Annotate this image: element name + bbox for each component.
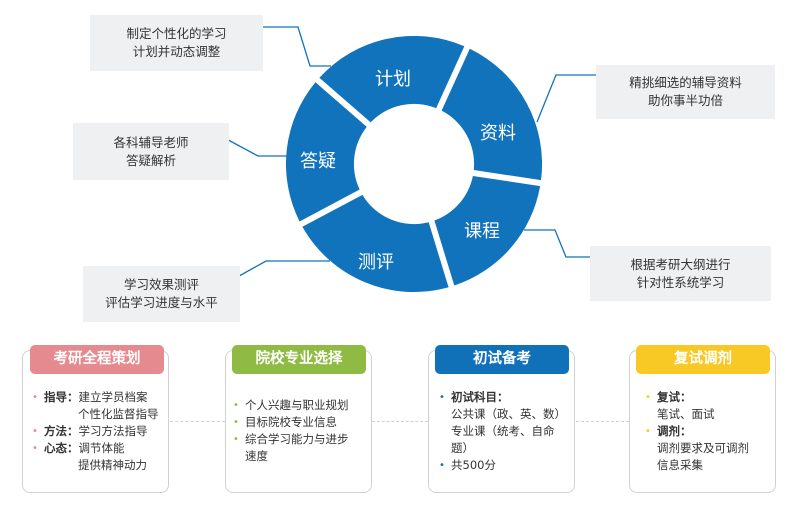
- callout-line: 制定个性化的学习: [126, 26, 227, 41]
- bullet-icon: •: [645, 392, 651, 403]
- card-title: 院校专业选择: [232, 345, 366, 374]
- item-key: 复试：: [657, 390, 692, 404]
- item-text: 建立学员档案: [78, 390, 148, 404]
- segment-label-eval: 测评: [358, 252, 394, 273]
- ring-segment-plan: [319, 35, 465, 123]
- callout-eval: 学习效果测评 评估学习进度与水平: [83, 266, 240, 322]
- callout-qa: 各科辅导老师 答疑解析: [73, 123, 229, 180]
- dashed-divider: [170, 421, 225, 422]
- callout-materials: 精挑细选的辅导资料 助你事半功倍: [596, 65, 775, 119]
- bullet-icon: •: [233, 434, 239, 445]
- bullet-icon: •: [32, 392, 38, 403]
- callout-line: 针对性系统学习: [636, 274, 725, 290]
- connector-course: [524, 229, 601, 258]
- connector-qa: [218, 134, 290, 157]
- item-text: 目标院校专业信息: [245, 415, 337, 429]
- callout-line: 答疑解析: [125, 152, 176, 168]
- item-text: 个性化监督指导: [78, 407, 159, 421]
- item-text: 个人兴趣与职业规划: [245, 398, 349, 412]
- connector-eval: [231, 260, 330, 281]
- item-key: 初试科目：: [451, 390, 509, 404]
- item-text: 题）: [451, 441, 474, 455]
- connector-materials: [536, 74, 608, 123]
- callout-line: 根据考研大纲进行: [630, 256, 731, 272]
- callout-plan: 制定个性化的学习 计划并动态调整: [90, 15, 263, 71]
- bullet-icon: •: [233, 400, 239, 411]
- item-text: 速度: [245, 449, 268, 463]
- connector-plan: [253, 26, 331, 67]
- segment-label-course: 课程: [464, 221, 500, 242]
- bullet-icon: •: [32, 426, 38, 437]
- segment-label-plan: 计划: [375, 69, 411, 90]
- bullet-icon: •: [439, 392, 445, 403]
- card-body: • 初试科目： 公共课（政、英、数） 专业课（统考、自命 题） • 共500分: [439, 389, 566, 474]
- callout-line: 各科辅导老师: [113, 134, 189, 150]
- ring-segment-qa: [285, 82, 367, 222]
- card-title: 考研全程策划: [30, 345, 164, 374]
- callout-line: 助你事半功倍: [647, 93, 723, 108]
- service-ring: 计划 资料 课程 测评 答疑: [215, 23, 612, 293]
- card-body: • 复试： 笔试、面试 • 调剂： 调剂要求及可调剂 信息采集: [645, 389, 749, 474]
- card-title: 复试调剂: [636, 345, 770, 374]
- bullet-icon: •: [32, 443, 38, 454]
- callout-course: 根据考研大纲进行 针对性系统学习: [590, 246, 771, 301]
- bullet-icon: •: [645, 426, 651, 437]
- item-text: 调节体能: [78, 441, 125, 455]
- item-key: 指导：: [44, 390, 79, 404]
- dashed-divider: [576, 421, 629, 422]
- segment-label-qa: 答疑: [300, 151, 336, 172]
- ring-segment-course: [434, 175, 541, 286]
- segment-label-materials: 资料: [480, 123, 516, 144]
- item-key: 方法：: [44, 424, 79, 438]
- callout-line: 精挑细选的辅导资料: [629, 75, 742, 90]
- item-text: 专业课（统考、自命: [451, 424, 555, 438]
- item-text: 综合学习能力与进步: [245, 432, 349, 446]
- item-text: 学习方法指导: [78, 424, 148, 438]
- item-key: 调剂：: [657, 424, 692, 438]
- card-body: • 指导：建立学员档案 个性化监督指导 • 方法：学习方法指导 • 心态：调节体能 提…: [32, 389, 159, 474]
- callout-line: 计划并动态调整: [132, 44, 221, 59]
- item-text: 信息采集: [657, 458, 703, 472]
- callout-line: 评估学习进度与水平: [105, 295, 218, 310]
- bullet-icon: •: [233, 417, 239, 428]
- callout-line: 学习效果测评: [123, 277, 199, 292]
- dashed-divider: [372, 421, 428, 422]
- card-title: 初试备考: [435, 345, 569, 374]
- item-text: 笔试、面试: [657, 407, 715, 421]
- item-text: 提供精神动力: [78, 458, 147, 472]
- card-body: • 个人兴趣与职业规划 • 目标院校专业信息 • 综合学习能力与进步 速度: [233, 397, 349, 465]
- item-key: 心态：: [44, 441, 79, 455]
- ring-segment-materials: [441, 48, 543, 181]
- item-text: 调剂要求及可调剂: [657, 441, 749, 455]
- item-text: 公共课（政、英、数）: [451, 407, 566, 421]
- ring-segment-eval: [302, 194, 449, 293]
- bullet-icon: •: [439, 460, 445, 471]
- item-text: 共500分: [451, 458, 496, 472]
